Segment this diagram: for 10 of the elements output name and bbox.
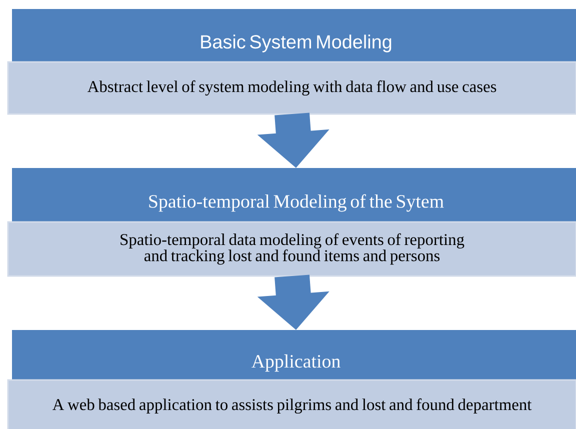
- band-header: [12, 9, 576, 62]
- node-label: Basic System Modeling: [201, 34, 392, 52]
- node-label: Abstract level of system modeling with data flow and use cases: [87, 80, 496, 96]
- description-box: [7, 61, 576, 115]
- node-label: Spatio-temporal data modeling of events of reporting and tracking lost and found items and persons: [120, 233, 464, 265]
- description-box: [7, 221, 576, 277]
- description-box: [7, 379, 576, 429]
- node-label: Application: [252, 354, 340, 372]
- node-label: A web based application to assists pilgrims and lost and found department: [52, 398, 532, 414]
- node-label: Spatio-temporal Modeling of the Sytem: [149, 194, 444, 212]
